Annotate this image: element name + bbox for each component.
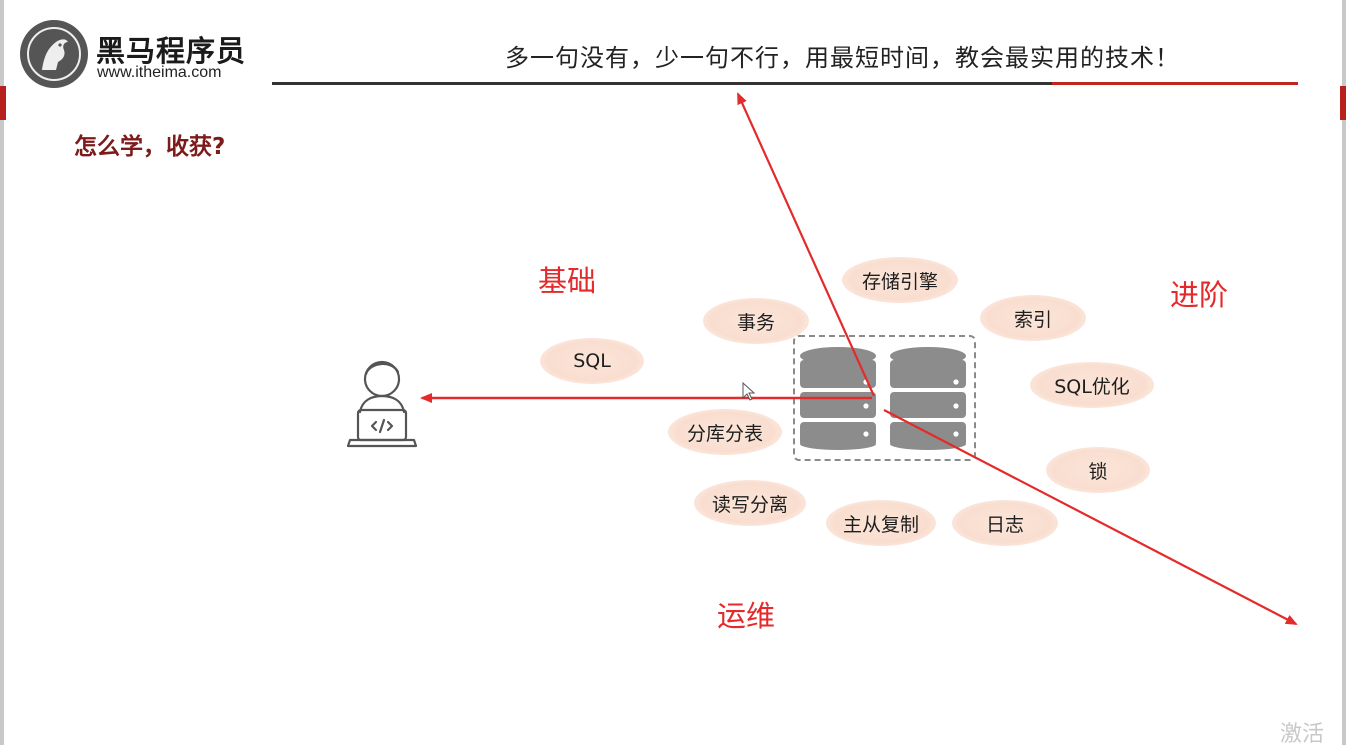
topic-cloud-log: 日志: [952, 500, 1058, 546]
right-accent-tab: [1340, 86, 1346, 120]
brand-name: 黑马程序员: [96, 34, 247, 68]
left-accent-tab: [0, 86, 6, 120]
header-divider-accent: [1052, 82, 1298, 85]
frame-right-border: [1342, 0, 1346, 745]
topic-cloud-transaction: 事务: [703, 298, 809, 344]
topic-cloud-sql-optimization: SQL优化: [1030, 362, 1154, 408]
topic-label-sharding: 分库分表: [686, 422, 763, 445]
mouse-pointer-icon: [742, 381, 756, 401]
topic-label-sql: SQL: [573, 350, 611, 372]
activation-watermark: 激活: [1280, 722, 1325, 747]
arrow-to-advanced: [883, 409, 1298, 625]
topic-label-read-write-split: 读写分离: [711, 493, 788, 516]
topic-label-replication: 主从复制: [842, 513, 919, 536]
topic-label-sql-optimization: SQL优化: [1054, 375, 1130, 398]
header-slogan: 多一句没有，少一句不行，用最短时间，教会最实用的技术！: [505, 44, 1180, 72]
topic-cloud-read-write-split: 读写分离: [694, 480, 806, 526]
developer-laptop-icon: [346, 360, 418, 448]
topic-cloud-lock: 锁: [1046, 447, 1150, 493]
topic-cloud-replication: 主从复制: [826, 500, 936, 546]
topic-cloud-sharding: 分库分表: [668, 409, 782, 455]
header-divider: [272, 82, 1298, 85]
topic-cloud-sql: SQL: [540, 338, 644, 384]
topic-cloud-index: 索引: [980, 295, 1086, 341]
topic-cloud-storage-engine: 存储引擎: [842, 257, 958, 303]
category-advanced-label: 进阶: [1170, 278, 1229, 312]
topic-label-index: 索引: [1013, 308, 1052, 331]
frame-left-border: [0, 0, 4, 745]
topic-label-transaction: 事务: [736, 311, 775, 334]
category-ops-label: 运维: [717, 599, 776, 633]
topic-label-lock: 锁: [1088, 460, 1108, 483]
horse-head-logo-icon: [20, 20, 88, 88]
slide-title: 怎么学，收获?: [74, 134, 226, 160]
topic-label-log: 日志: [985, 513, 1024, 536]
category-basic-label: 基础: [538, 264, 597, 298]
topic-label-storage-engine: 存储引擎: [861, 270, 938, 293]
brand-url: www.itheima.com: [97, 64, 222, 81]
arrow-to-top: [736, 92, 876, 397]
